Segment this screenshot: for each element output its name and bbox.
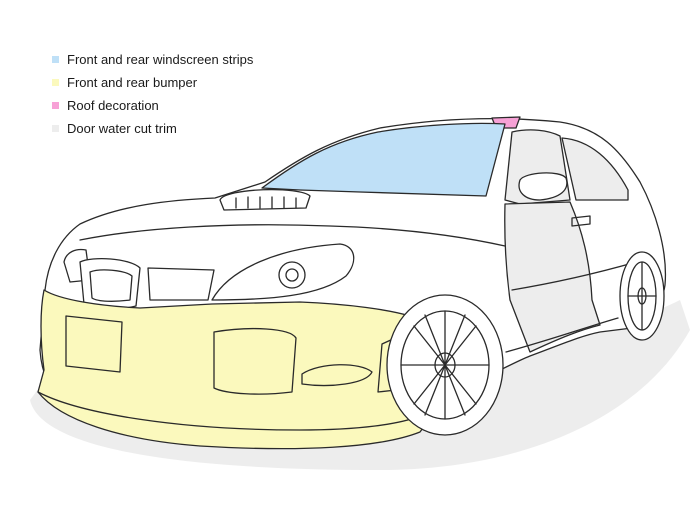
legend-item-roof: Roof decoration <box>52 94 253 117</box>
grille-side <box>147 267 215 301</box>
legend-item-windscreen: Front and rear windscreen strips <box>52 48 253 71</box>
legend-label-door: Door water cut trim <box>67 121 177 136</box>
bumper-intake-left <box>213 327 297 395</box>
bumper-splitter <box>37 391 421 431</box>
headlight-right-lens <box>278 261 306 289</box>
legend-swatch-roof <box>52 102 59 109</box>
windscreen <box>261 122 506 197</box>
legend: Front and rear windscreen strips Front a… <box>52 48 253 140</box>
hood-scoop-slats <box>235 196 297 209</box>
license-plate <box>65 315 123 373</box>
grille-inner <box>89 269 133 302</box>
legend-swatch-bumper <box>52 79 59 86</box>
legend-label-bumper: Front and rear bumper <box>67 75 198 90</box>
hood-edge <box>79 224 506 247</box>
legend-label-roof: Roof decoration <box>67 98 159 113</box>
legend-swatch-door <box>52 125 59 132</box>
legend-swatch-windscreen <box>52 56 59 63</box>
legend-item-door: Door water cut trim <box>52 117 253 140</box>
side-skirt <box>505 317 619 353</box>
door-handle <box>571 215 591 227</box>
rear-wheel <box>619 251 665 341</box>
bumper-fog-light <box>301 364 373 387</box>
headlight-right <box>211 243 355 301</box>
hood-scoop <box>219 188 311 211</box>
door-panel <box>504 201 601 353</box>
headlight-right-inner <box>285 268 299 282</box>
side-mirror <box>518 172 568 201</box>
legend-item-bumper: Front and rear bumper <box>52 71 253 94</box>
legend-label-windscreen: Front and rear windscreen strips <box>67 52 254 67</box>
side-window-rear <box>561 137 629 201</box>
front-wheel <box>386 294 504 436</box>
